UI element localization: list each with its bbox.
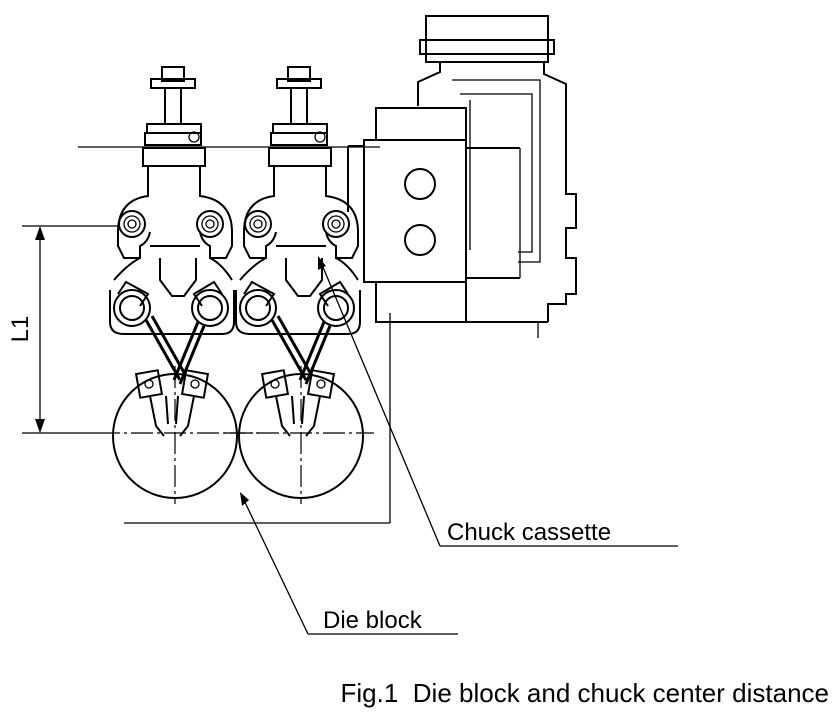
chuck-cassette-label: Chuck cassette	[447, 519, 611, 546]
chuck-assembly-right	[224, 66, 374, 504]
l1-arrow-top	[35, 226, 45, 240]
die-block-leader	[240, 492, 458, 635]
chuck-cassette-housing	[347, 15, 577, 338]
chuck-assembly-left	[98, 66, 262, 504]
housing-bolt-lower	[404, 224, 436, 256]
housing-bolt-upper	[404, 168, 436, 200]
dimension-l1: L1	[7, 225, 118, 434]
die-block-label: Die block	[323, 607, 423, 634]
l1-label: L1	[7, 316, 34, 343]
figure-caption: Fig.1 Die block and chuck center distanc…	[341, 678, 829, 708]
chuck-cassette-leader	[318, 256, 678, 547]
l1-arrow-bottom	[35, 419, 45, 433]
